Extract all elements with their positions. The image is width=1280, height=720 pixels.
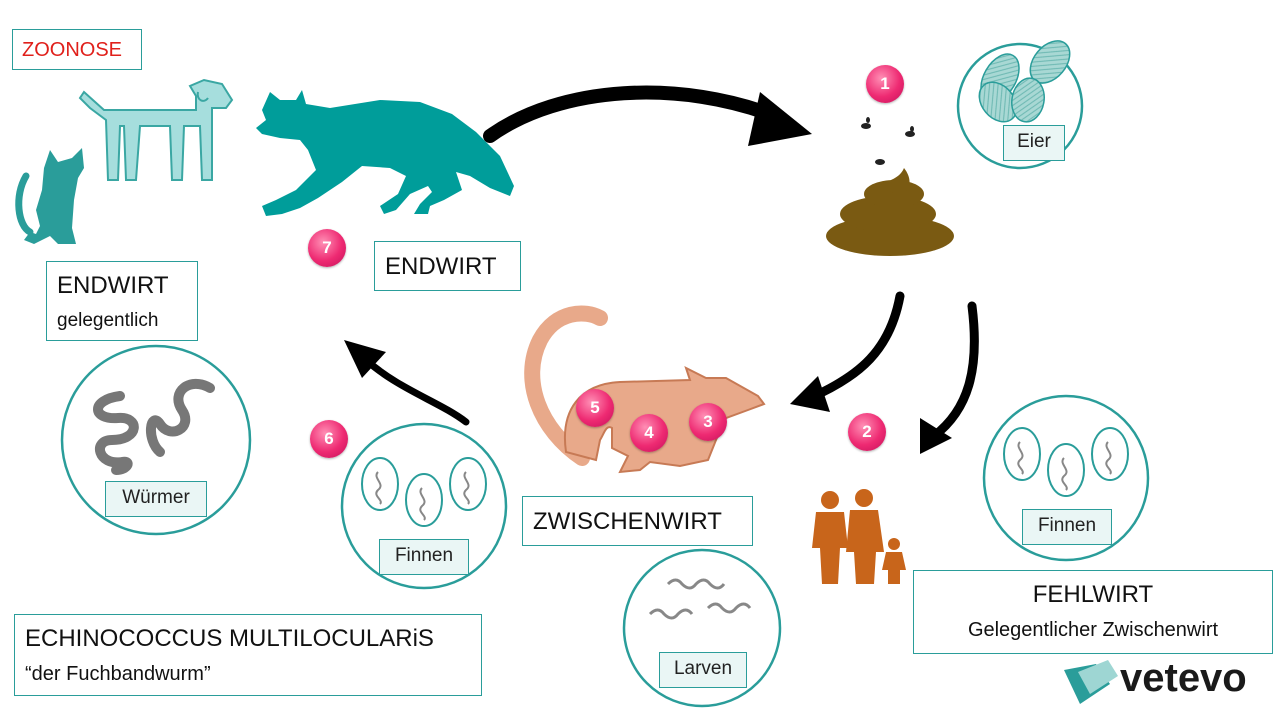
arrow-fox-to-feces (483, 85, 812, 146)
endwirt-occasional-subtitle: gelegentlich (57, 310, 159, 331)
humans-icon (812, 489, 906, 584)
fehlwirt-title: FEHLWIRT (1032, 581, 1154, 608)
step-badge-7: 7 (308, 229, 346, 267)
endwirt-main-box: ENDWIRT (374, 241, 521, 291)
endwirt-occasional-box: ENDWIRT gelegentlich (46, 261, 198, 341)
species-name: ECHINOCOCCUS MULTILOCULARiS (25, 625, 434, 652)
zwischenwirt-box: ZWISCHENWIRT (522, 496, 753, 546)
endwirt-main-label: ENDWIRT (385, 253, 497, 280)
fox-icon (256, 90, 514, 216)
larvae-label: Larven (659, 652, 747, 688)
eggs-label: Eier (1003, 125, 1065, 161)
species-box: ECHINOCOCCUS MULTILOCULARiS “der Fuchban… (14, 614, 482, 696)
vetevo-logo-icon (1064, 660, 1118, 704)
step-badge-6: 6 (310, 420, 348, 458)
step-badge-1: 1 (866, 65, 904, 103)
dog-icon (78, 78, 234, 181)
step-badge-3: 3 (689, 403, 727, 441)
zoonose-label: ZOONOSE (22, 39, 123, 61)
zwischenwirt-label: ZWISCHENWIRT (533, 508, 722, 535)
fehlwirt-subtitle: Gelegentlicher Zwischenwirt (967, 619, 1219, 641)
feces-icon (826, 168, 954, 256)
cysts-left-label: Finnen (379, 539, 469, 575)
arrow-feces-to-humans (920, 301, 979, 454)
worms-label: Würmer (105, 481, 207, 517)
arrow-feces-to-rodent (790, 291, 905, 412)
fehlwirt-box: FEHLWIRT Gelegentlicher Zwischenwirt (913, 570, 1273, 654)
step-badge-5: 5 (576, 389, 614, 427)
zoonose-box: ZOONOSE (12, 29, 142, 70)
arrow-rodent-to-endwirt (344, 340, 470, 426)
species-common-name: “der Fuchbandwurm” (25, 663, 211, 685)
cat-icon (15, 148, 84, 244)
cysts-right-label: Finnen (1022, 509, 1112, 545)
flies-icon (861, 117, 915, 165)
step-badge-4: 4 (630, 414, 668, 452)
brand-name: vetevo (1120, 656, 1247, 700)
step-badge-2: 2 (848, 413, 886, 451)
endwirt-occasional-title: ENDWIRT (57, 272, 169, 299)
